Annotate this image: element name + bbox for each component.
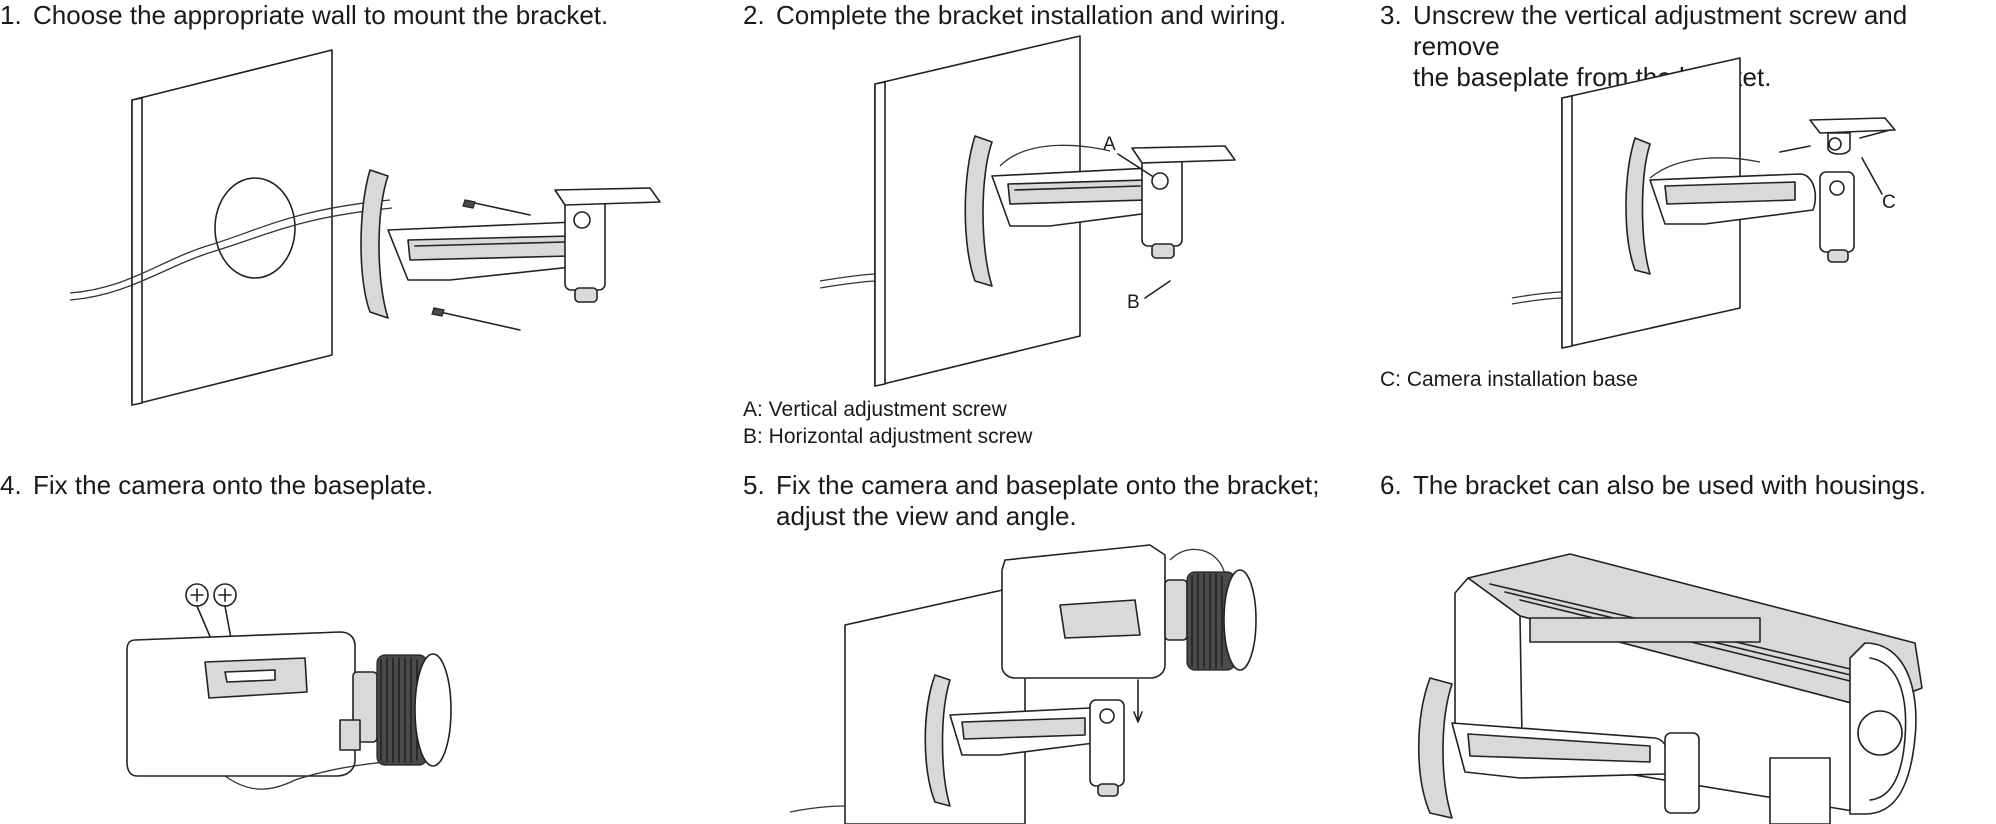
step-4-number: 4. <box>0 470 22 500</box>
callout-c: C <box>1861 157 1896 213</box>
camera-body-4 <box>126 631 452 790</box>
legend-b: B: Horizontal adjustment screw <box>743 425 1033 448</box>
step-4-illustration <box>125 580 475 800</box>
step-3-number: 3. <box>1380 0 1402 30</box>
step-2-legend: A: Vertical adjustment screw B: Horizont… <box>743 396 1032 450</box>
bracket-2 <box>964 135 1236 287</box>
bracket-6 <box>1417 677 1831 824</box>
step-6-number: 6. <box>1380 470 1402 500</box>
callout-a-label: A <box>1103 134 1116 155</box>
step-2: 2. Complete the bracket installation and… <box>743 0 1286 31</box>
camera-body-5 <box>1001 544 1257 679</box>
legend-a: A: Vertical adjustment screw <box>743 398 1007 421</box>
step-4-text: Fix the camera onto the baseplate. <box>33 470 434 500</box>
bracket-3 <box>1625 137 1855 275</box>
step-3-legend: C: Camera installation base <box>1380 366 1638 393</box>
step-5-illustration <box>789 540 1290 824</box>
step-3-illustration: C <box>1510 57 1930 368</box>
bracket-5 <box>924 674 1143 807</box>
camera-base-removed <box>1779 117 1896 155</box>
step-5-number: 5. <box>743 470 765 500</box>
step-2-number: 2. <box>743 0 765 30</box>
step-5-text: Fix the camera and baseplate onto the br… <box>776 470 1320 531</box>
step-5: 5. Fix the camera and baseplate onto the… <box>743 470 1319 532</box>
callout-b: B <box>1127 280 1171 313</box>
step-2-text: Complete the bracket installation and wi… <box>776 0 1287 30</box>
step-2-illustration: A B <box>810 35 1270 396</box>
step-4: 4. Fix the camera onto the baseplate. <box>0 470 433 501</box>
step-1-text: Choose the appropriate wall to mount the… <box>33 0 609 30</box>
step-2-heading: 2. Complete the bracket installation and… <box>743 0 1286 31</box>
wall-screws <box>431 199 531 331</box>
mount-screws <box>185 583 237 661</box>
callout-a: A <box>1103 134 1153 177</box>
step-1-illustration <box>69 49 670 420</box>
step-1-number: 1. <box>0 0 22 30</box>
legend-c: C: Camera installation base <box>1380 368 1638 391</box>
vertical-screw <box>1151 172 1169 190</box>
bracket-1 <box>360 169 661 319</box>
step-4-heading: 4. Fix the camera onto the baseplate. <box>0 470 433 501</box>
callout-c-label: C <box>1882 192 1896 213</box>
step-6-text: The bracket can also be used with housin… <box>1413 470 1927 500</box>
step-6-heading: 6. The bracket can also be used with hou… <box>1380 470 1926 501</box>
step-5-heading: 5. Fix the camera and baseplate onto the… <box>743 470 1319 532</box>
step-6-illustration <box>1410 548 1923 824</box>
step-1: 1. Choose the appropriate wall to mount … <box>0 0 608 31</box>
callout-b-label: B <box>1127 292 1140 313</box>
step-6: 6. The bracket can also be used with hou… <box>1380 470 1926 501</box>
step-1-heading: 1. Choose the appropriate wall to mount … <box>0 0 608 31</box>
wall-hole <box>214 177 296 279</box>
